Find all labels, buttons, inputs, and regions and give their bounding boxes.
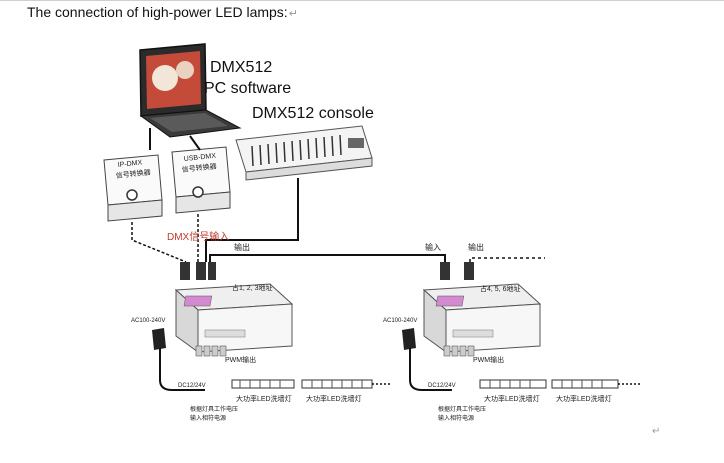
pc-software-label-line2: PC software: [204, 80, 291, 97]
power-adapter-1: [152, 328, 205, 391]
dmx-decoder-1: [174, 283, 294, 357]
pc-software-label-line1: DMX512: [210, 59, 272, 76]
dashed-cables: [131, 214, 199, 263]
lamp-bar-c: [479, 379, 547, 389]
lamp-label-c: 大功率LED洗墙灯: [484, 394, 540, 403]
voltage-note-2-line1: 根据灯具工作电压: [438, 405, 486, 413]
top-border: [0, 0, 724, 1]
dmx-decoder-2: [422, 283, 542, 357]
paragraph-mark-icon: ↵: [288, 8, 298, 20]
lamp-label-a: 大功率LED洗墙灯: [236, 394, 292, 403]
address-label-2: 占4, 5, 6地址: [480, 284, 520, 293]
voltage-note-1-line2: 输入相符电源: [190, 414, 226, 422]
address-label-1: 占1, 2, 3地址: [232, 283, 272, 292]
top-cables: [149, 128, 446, 262]
dc-label-1: DC12/24V: [178, 383, 206, 389]
ip-dmx-label: IP-DMX: [117, 159, 142, 169]
end-paragraph-mark-icon: ↵: [652, 426, 661, 437]
ac-label-2: AC100-240V: [383, 318, 417, 324]
laptop-pc: [139, 43, 242, 138]
dmx-console: [235, 125, 373, 181]
page-title: The connection of high-power LED lamps:↵: [27, 4, 298, 20]
usb-dmx-label: USB-DMX: [183, 153, 216, 163]
voltage-note-2-line2: 输入相符电源: [438, 414, 474, 422]
lamp-label-b: 大功率LED洗墙灯: [306, 394, 362, 403]
usb-dmx-converter: [171, 146, 231, 214]
xlr-connectors-1: [180, 262, 216, 280]
page-title-text: The connection of high-power LED lamps:: [27, 4, 288, 20]
lamp-bar-a: [231, 379, 295, 389]
console-label: DMX512 console: [252, 105, 374, 122]
dmx-input-label: DMX信号输入: [167, 230, 229, 243]
lamp-label-d: 大功率LED洗墙灯: [556, 394, 612, 403]
ac-label-1: AC100-240V: [131, 318, 165, 324]
continuation-cable: [469, 257, 545, 262]
voltage-note-1-line1: 根据灯具工作电压: [190, 405, 238, 413]
dc-label-2: DC12/24V: [428, 383, 456, 389]
pwm-label-2: PWM输出: [473, 355, 504, 364]
output-label-1: 输出: [234, 242, 250, 252]
xlr-connectors-2: [440, 262, 474, 280]
lamp-bar-b: [301, 379, 373, 389]
input-label-2: 输入: [425, 242, 441, 252]
lamp-bar-d: [551, 379, 619, 389]
pwm-label-1: PWM输出: [225, 355, 256, 364]
ip-dmx-converter: [103, 154, 163, 222]
power-adapter-2: [402, 328, 452, 391]
output-label-2: 输出: [468, 242, 484, 252]
